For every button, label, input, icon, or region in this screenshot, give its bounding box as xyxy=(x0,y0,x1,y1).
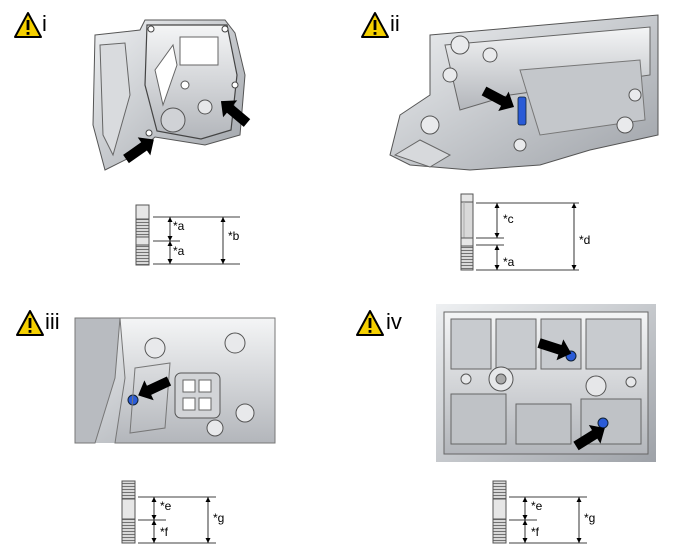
arrow-icon xyxy=(119,130,161,169)
dim-label-total: *b xyxy=(228,229,240,243)
warning-icon xyxy=(16,310,44,336)
oil-pan-illustration xyxy=(92,19,246,171)
dim-label-top: *c xyxy=(503,212,514,226)
step-label-ii: ii xyxy=(390,11,400,36)
dimension-lines xyxy=(138,496,216,544)
dimension-lines xyxy=(476,202,579,271)
dimension-lines xyxy=(509,496,587,544)
block-bottom-illustration xyxy=(436,304,656,462)
dim-label-total: *g xyxy=(213,511,225,525)
stud-bolt xyxy=(460,193,474,271)
arrow-icon xyxy=(213,92,255,132)
warning-icon xyxy=(361,12,389,38)
arrow-icon xyxy=(133,371,174,406)
stud-bolt xyxy=(121,480,136,544)
warning-icon xyxy=(356,310,384,336)
step-label-iv: iv xyxy=(386,309,402,334)
arrow-icon xyxy=(570,418,611,456)
dim-label-bottom: *f xyxy=(160,525,169,539)
dim-label-top: *e xyxy=(531,499,543,513)
step-label-iii: iii xyxy=(45,309,60,334)
step-label-i: i xyxy=(42,11,47,36)
dim-label-bottom: *f xyxy=(531,525,540,539)
cylinder-block-illustration xyxy=(389,14,659,171)
dim-label-bottom: *a xyxy=(173,244,185,258)
arrow-icon xyxy=(535,332,575,364)
stud-bolt xyxy=(135,204,150,266)
dim-label-total: *d xyxy=(579,233,591,247)
dim-label-bottom: *a xyxy=(503,255,515,269)
dim-label-top: *a xyxy=(173,219,185,233)
block-side-illustration xyxy=(74,317,276,444)
stud-bolt xyxy=(492,480,507,544)
dim-label-total: *g xyxy=(584,511,596,525)
dim-label-top: *e xyxy=(160,499,172,513)
dimension-lines xyxy=(153,216,240,265)
arrow-icon xyxy=(478,81,520,117)
warning-icon xyxy=(14,12,42,38)
